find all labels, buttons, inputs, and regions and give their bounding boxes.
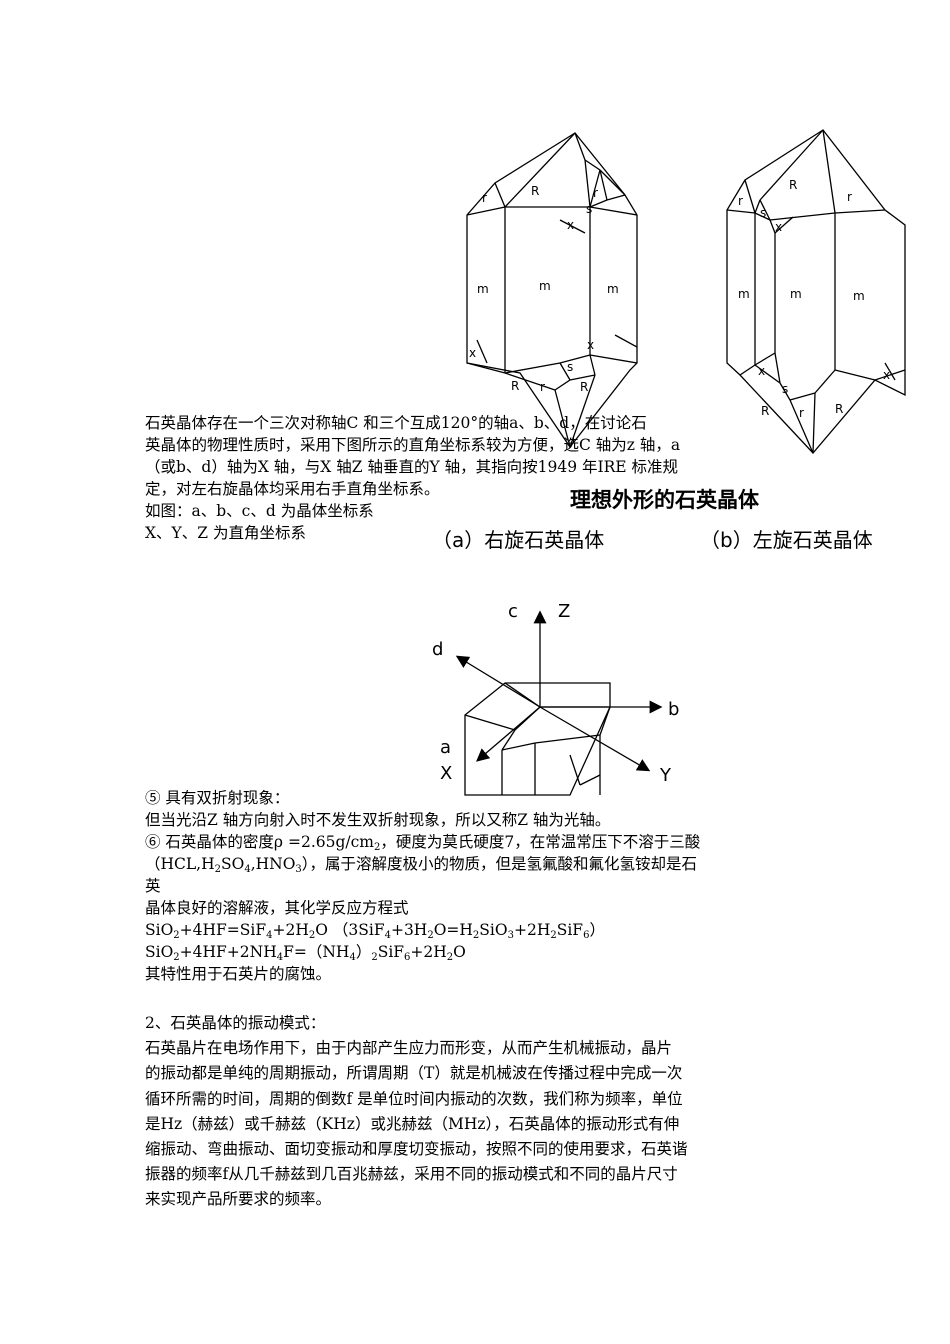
text-span: ,HNO (250, 855, 296, 873)
text-line: 是Hz（赫兹）或千赫兹（KHz）或兆赫兹（MHz），石英晶体的振动形式有伸 (145, 1114, 680, 1133)
text-span: ，硬度为莫氏硬度7，在常温常压下不溶于三酸 (380, 833, 701, 851)
face-label-x: x (775, 220, 782, 234)
figure1-caption-a: （a）右旋石英晶体 (432, 528, 605, 552)
figure1-caption-b: （b）左旋石英晶体 (700, 528, 873, 552)
vibration-section: 2、石英晶体的振动模式： 石英晶片在电场作用下，由于内部产生应力而形变，从而产生… (145, 1011, 688, 1213)
axis-label-Z: Z (558, 601, 570, 622)
face-label-R: R (789, 178, 797, 192)
coordinate-system-figure: c Z d b a X Y (420, 595, 690, 800)
text-line: （或b、d）轴为X 轴，与X 轴Z 轴垂直的Y 轴，其指向按1949 年IRE … (145, 458, 679, 476)
text-line: 缩振动、弯曲振动、面切变振动和厚度切变振动，按照不同的使用要求，石英谐 (145, 1139, 688, 1158)
subscript: 3 (295, 864, 302, 875)
axis-label-b: b (668, 699, 679, 720)
text-line: X、Y、Z 为直角坐标系 (145, 524, 306, 542)
text-span: （HCL,H (145, 855, 215, 873)
face-label-s: s (586, 202, 592, 216)
axis-label-a: a (440, 737, 451, 758)
density-line: ⑥ 石英晶体的密度ρ =2.65g/cm2，硬度为莫氏硬度7，在常温常压下不溶于… (145, 831, 700, 853)
text-line: 循环所需的时间，周期的倒数f 是单位时间内振动的次数，我们称为频率，单位 (145, 1089, 683, 1108)
face-label-m: m (607, 282, 619, 296)
intro-paragraph: 石英晶体存在一个三次对称轴C 和三个互成120°的轴a、b、d，在讨论石 英晶体… (145, 412, 680, 544)
text-line: ⑤ 具有双折射现象： (145, 789, 290, 807)
face-label-x: x (758, 364, 765, 378)
text-span: ⑥ 石英晶体的密度ρ =2.65g/cm (145, 833, 374, 851)
text-line: 如图：a、b、c、d 为晶体坐标系 (145, 502, 374, 520)
face-label-s: s (760, 206, 766, 220)
face-label-r: r (482, 191, 487, 205)
text-line: 石英晶片在电场作用下，由于内部产生应力而形变，从而产生机械振动，晶片 (145, 1039, 673, 1058)
d-axis (455, 655, 541, 708)
face-label-r: r (540, 380, 545, 394)
text-line: 晶体良好的溶解液，其化学反应方程式 (145, 899, 409, 917)
face-label-r: r (799, 406, 804, 420)
equation-1: SiO2+4HF=SiF4+2H2O （3SiF4+3H2O=H2SiO3+2H… (145, 921, 605, 941)
face-label-x: x (469, 346, 476, 360)
axis-label-Y: Y (659, 765, 672, 786)
face-label-R: R (761, 404, 769, 418)
text-line: 英 (145, 877, 161, 895)
right-handed-crystal (466, 132, 638, 449)
text-span: SO (221, 855, 245, 873)
axis-label-c: c (508, 601, 518, 622)
face-label-x: x (883, 368, 890, 382)
quartz-crystal-figure: R r r s x m m m x x s R r R R r r s x m … (455, 125, 915, 470)
face-label-m: m (853, 289, 865, 303)
quartz-crystal-drawings: R r r s x m m m x x s R r R R r r s x m … (466, 129, 906, 454)
face-label-R: R (580, 380, 588, 394)
left-handed-crystal (726, 129, 906, 454)
equation-2: SiO2+4HF+2NH4F=（NH4）2SiF6+2H2O (145, 943, 466, 963)
face-label-s: s (567, 360, 573, 374)
face-label-x: x (567, 218, 574, 232)
face-label-x: x (587, 338, 594, 352)
face-label-r: r (593, 186, 598, 200)
text-line: 的振动都是单纯的周期振动，所谓周期（T）就是机械波在传播过程中完成一次 (145, 1064, 683, 1083)
acids-line: （HCL,H2SO4,HNO3），属于溶解度极小的物质，但是氢氟酸和氟化氢铵却是… (145, 853, 700, 875)
text-span: ），属于溶解度极小的物质，但是氢氟酸和氟化氢铵却是石 (301, 855, 698, 873)
face-label-r: r (738, 194, 743, 208)
face-label-R: R (511, 379, 519, 393)
face-label-m: m (539, 279, 551, 293)
subscript: 2 (374, 842, 381, 853)
face-label-R: R (531, 184, 539, 198)
y-axis (539, 706, 651, 772)
text-line: 石英晶体存在一个三次对称轴C 和三个互成120°的轴a、b、d，在讨论石 (145, 414, 647, 432)
face-label-R: R (835, 402, 843, 416)
text-line: 英晶体的物理性质时，采用下图所示的直角坐标系较为方便，选C 轴为z 轴，a (145, 436, 681, 454)
face-label-m: m (738, 287, 750, 301)
face-label-s: s (782, 382, 788, 396)
properties-paragraph: ⑤ 具有双折射现象： 但当光沿Z 轴方向射入时不发生双折射现象，所以又称Z 轴为… (145, 787, 700, 985)
subscript: 4 (244, 864, 251, 875)
face-label-m: m (790, 287, 802, 301)
section-heading: 2、石英晶体的振动模式： (145, 1014, 326, 1032)
figure1-title: 理想外形的石英晶体 (570, 488, 759, 512)
text-line: 但当光沿Z 轴方向射入时不发生双折射现象，所以又称Z 轴为光轴。 (145, 811, 611, 829)
text-line: 来实现产品所要求的频率。 (145, 1190, 332, 1209)
axis-label-d: d (432, 639, 443, 660)
a-axis (476, 706, 541, 762)
text-line: 其特性用于石英片的腐蚀。 (145, 965, 332, 983)
text-line: 振器的频率f从几千赫兹到几百兆赫兹，采用不同的振动模式和不同的晶片尺寸 (145, 1165, 678, 1184)
coordinate-axes-drawing: c Z d b a X Y (432, 601, 679, 796)
axis-label-X: X (440, 763, 452, 784)
subscript: 2 (214, 864, 221, 875)
text-line: 定，对左右旋晶体均采用右手直角坐标系。 (145, 480, 440, 498)
face-label-m: m (477, 282, 489, 296)
face-label-r: r (847, 190, 852, 204)
